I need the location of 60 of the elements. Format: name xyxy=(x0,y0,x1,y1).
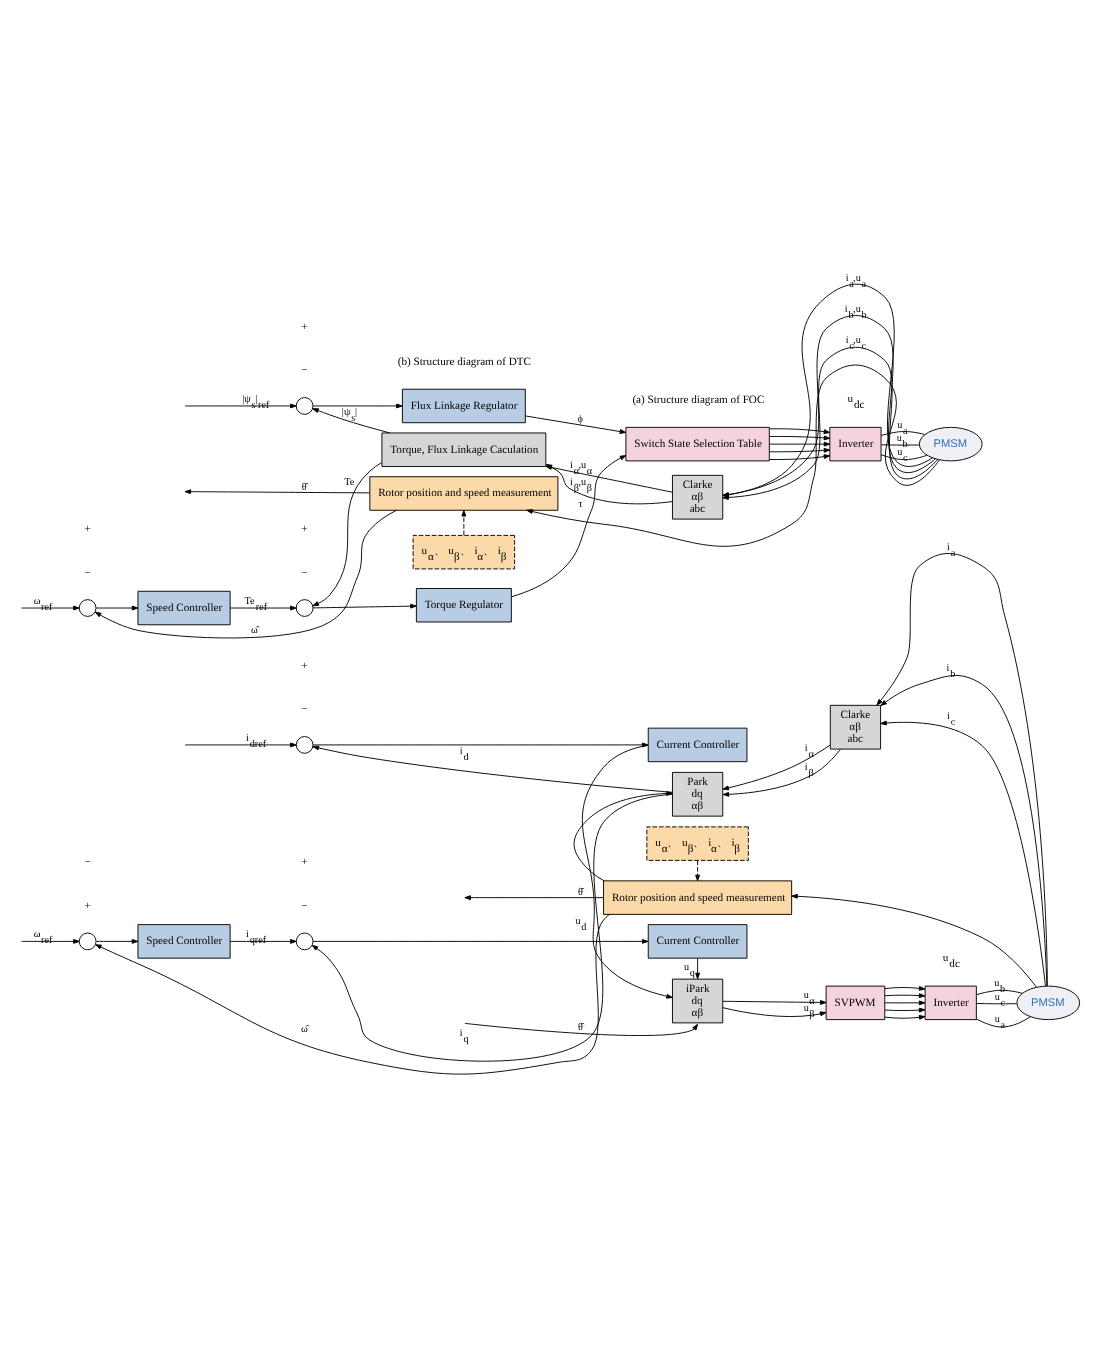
arrow xyxy=(722,282,933,497)
arrow xyxy=(769,434,831,440)
arrow xyxy=(311,792,673,1061)
node-circle xyxy=(295,931,314,950)
arrow xyxy=(722,345,938,499)
arrow xyxy=(21,938,80,943)
arrow xyxy=(312,461,382,606)
arrow xyxy=(21,604,80,610)
node-circle xyxy=(78,931,97,950)
connector xyxy=(880,453,928,460)
arrow xyxy=(880,674,1048,986)
arrow xyxy=(722,1006,827,1016)
arrow xyxy=(94,508,397,638)
arrow xyxy=(461,508,467,535)
arrow xyxy=(880,719,1046,986)
arrow xyxy=(184,402,297,408)
arrow xyxy=(184,488,371,494)
arrow xyxy=(884,992,926,998)
arrow xyxy=(722,747,841,796)
arrow xyxy=(884,1013,926,1019)
arrow xyxy=(791,892,1037,987)
arrow xyxy=(312,602,417,608)
arrow xyxy=(312,744,673,792)
arrow xyxy=(876,552,1048,986)
node-circle xyxy=(78,598,97,616)
arrow xyxy=(312,938,649,943)
arrow xyxy=(695,956,701,979)
connector xyxy=(976,1015,1031,1027)
connector xyxy=(880,430,926,435)
arrow xyxy=(184,741,297,747)
arrow xyxy=(769,453,831,459)
arrow xyxy=(464,894,604,900)
arrow xyxy=(95,938,139,943)
node-circle xyxy=(295,396,314,414)
arrow xyxy=(510,454,627,597)
connector xyxy=(880,443,920,445)
arrow xyxy=(884,1006,926,1012)
arrow xyxy=(722,999,827,1004)
connector xyxy=(976,988,1023,994)
arrow xyxy=(95,604,139,610)
arrow xyxy=(229,604,297,610)
arrow xyxy=(526,363,941,546)
arrow xyxy=(312,407,391,433)
arrow xyxy=(769,440,831,446)
arrow xyxy=(722,743,831,790)
arrow xyxy=(464,1021,699,1035)
arrow xyxy=(573,790,673,881)
arrow xyxy=(695,859,701,881)
arrow xyxy=(769,427,831,434)
arrow xyxy=(95,912,610,1074)
node-circle xyxy=(295,598,314,616)
arrow xyxy=(722,314,936,496)
arrow xyxy=(229,938,297,943)
arrow xyxy=(312,402,403,408)
arrow xyxy=(769,446,831,452)
arrow xyxy=(884,999,926,1005)
connector xyxy=(976,1002,1017,1004)
node-circle xyxy=(295,735,314,753)
arrow xyxy=(524,414,627,433)
arrow xyxy=(884,984,926,990)
